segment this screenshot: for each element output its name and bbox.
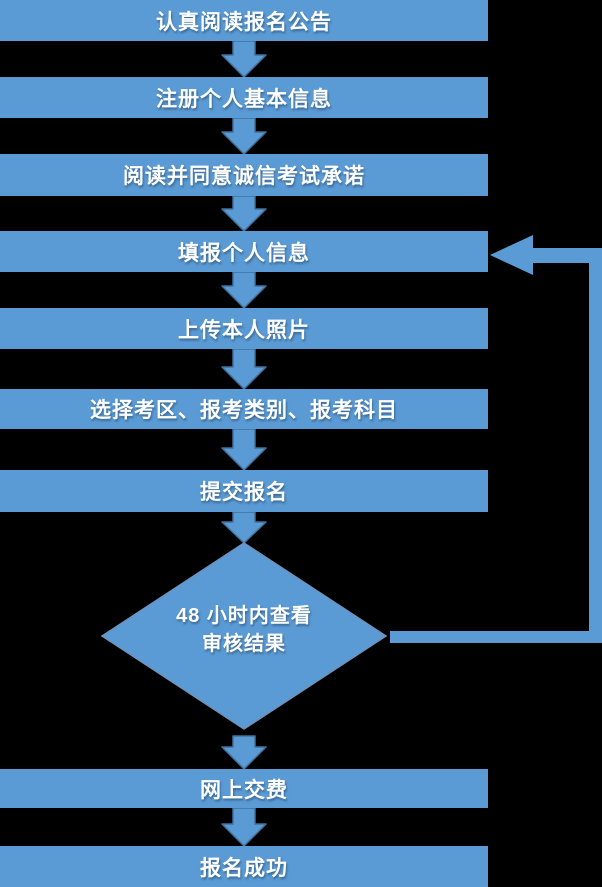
decision-line-2: 审核结果 (202, 633, 286, 655)
decision-diamond-label: 48 小时内查看 审核结果 (104, 602, 384, 658)
loopback-connector (390, 235, 602, 643)
down-arrow-7 (221, 511, 267, 544)
down-arrow-4 (221, 271, 267, 309)
flow-step-upload-photo: 上传本人照片 (0, 308, 488, 349)
decision-line-1: 48 小时内查看 (176, 605, 312, 627)
down-arrow-3 (221, 195, 267, 232)
down-arrow-2 (221, 117, 267, 155)
flow-step-select-area-category-subject: 选择考区、报考类别、报考科目 (0, 389, 488, 429)
loopback-bottom-segment (390, 631, 602, 643)
flow-step-submit-registration: 提交报名 (0, 470, 488, 512)
down-arrow-1 (221, 40, 267, 78)
decision-diamond (100, 542, 388, 730)
flow-step-agree-integrity-pledge: 阅读并同意诚信考试承诺 (0, 154, 488, 196)
down-arrow-5 (221, 348, 267, 390)
flow-step-register-basic-info: 注册个人基本信息 (0, 77, 488, 118)
flow-step-read-announcement: 认真阅读报名公告 (0, 0, 488, 41)
flow-step-fill-personal-info: 填报个人信息 (0, 231, 488, 272)
down-arrow-9 (221, 807, 267, 847)
loopback-top-segment (531, 248, 602, 263)
loopback-left-arrowhead (490, 235, 533, 275)
flow-step-registration-success: 报名成功 (0, 846, 488, 887)
down-arrow-6 (221, 428, 267, 471)
loopback-vertical-segment (589, 249, 602, 643)
down-arrow-8 (221, 735, 267, 770)
flow-step-pay-online: 网上交费 (0, 769, 488, 808)
